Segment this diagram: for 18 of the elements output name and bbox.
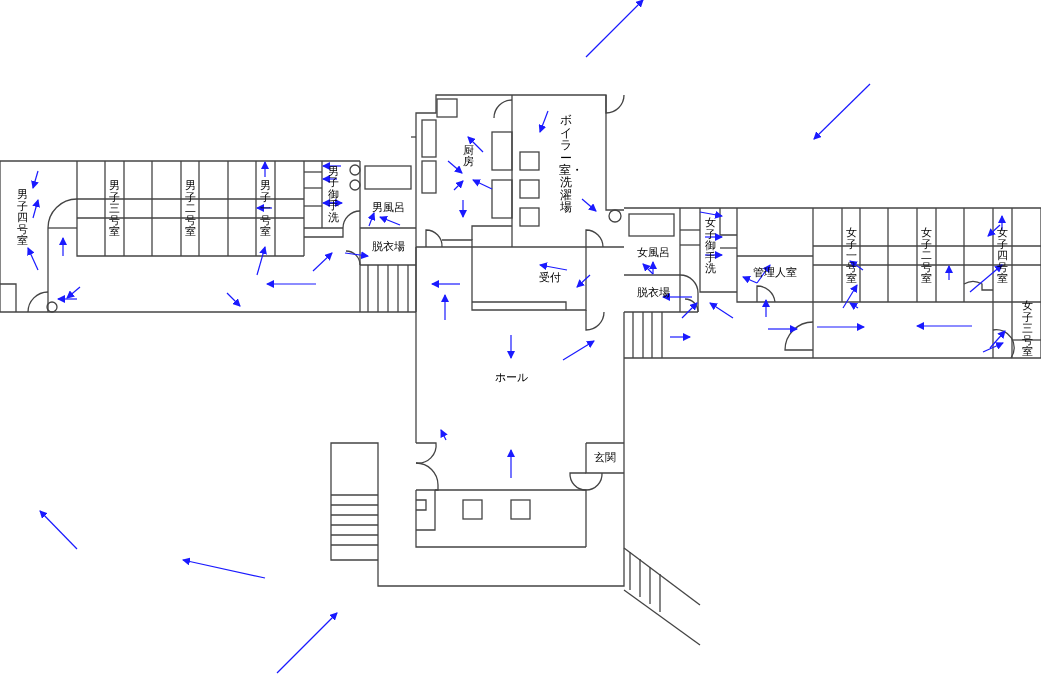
room: 女子一号室 [842, 210, 860, 302]
room: 男子三号室 [105, 162, 124, 256]
room: 女子御手洗 [700, 210, 720, 282]
room: 管理人室 [738, 262, 812, 284]
room: 脱衣場 [360, 232, 416, 262]
room: 厨房 [455, 128, 481, 184]
room: 脱衣場 [627, 280, 679, 306]
room: 女子三号室 [1013, 300, 1041, 358]
room: 女子二号室 [917, 210, 936, 302]
room: ホール [470, 366, 552, 390]
room: 受付 [520, 266, 580, 290]
room: 玄関 [587, 446, 623, 470]
room: ボイラー室・洗濯場 [552, 108, 580, 220]
room: 男子一号室 [256, 162, 275, 256]
room: 男子四号室 [6, 178, 38, 258]
room: 女風呂 [627, 241, 679, 265]
room: 男風呂 [360, 196, 416, 220]
room: 男子二号室 [181, 162, 199, 256]
